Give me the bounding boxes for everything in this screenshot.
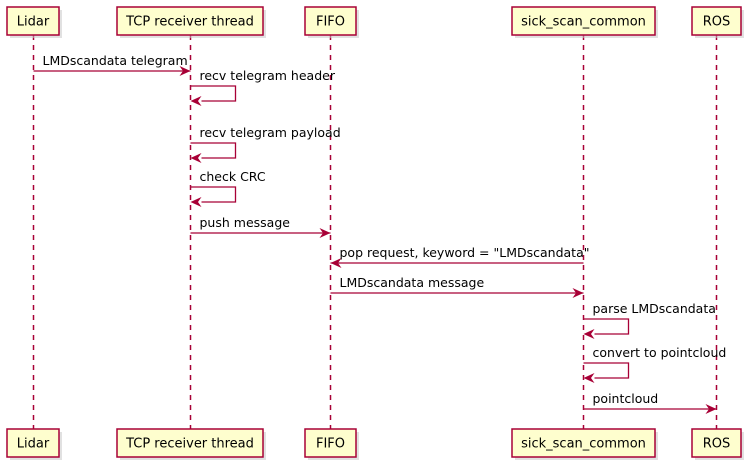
participant-box[interactable]	[511, 428, 656, 458]
participant-label: FIFO	[316, 437, 345, 452]
participant-box[interactable]	[304, 6, 357, 36]
message-label: parse LMDscandata	[593, 301, 716, 316]
arrowhead	[705, 404, 717, 414]
participant-tcp-footer[interactable]: TCP receiver thread	[116, 428, 266, 460]
message-m5[interactable]: push message	[190, 215, 331, 238]
message-label: recv telegram header	[200, 68, 336, 83]
message-m4[interactable]: check CRC	[190, 169, 266, 207]
arrowhead	[190, 153, 202, 163]
message-label: pop request, keyword = "LMDscandata"	[340, 245, 590, 260]
participant-label: ROS	[703, 15, 731, 30]
participant-box[interactable]	[6, 428, 60, 458]
message-m2[interactable]: recv telegram header	[190, 68, 336, 106]
message-line	[190, 142, 237, 159]
message-m10[interactable]: pointcloud	[583, 391, 717, 414]
participant-ros-footer[interactable]: ROS	[691, 428, 744, 460]
participant-box[interactable]	[511, 6, 656, 36]
participant-box[interactable]	[691, 6, 742, 36]
arrowhead	[319, 228, 331, 238]
participant-fifo-footer[interactable]: FIFO	[304, 428, 359, 460]
participant-label: TCP receiver thread	[125, 437, 254, 452]
participant-box[interactable]	[6, 6, 60, 36]
message-line	[190, 85, 237, 102]
arrowhead	[190, 197, 202, 207]
message-label: pointcloud	[593, 391, 659, 406]
arrowhead	[583, 329, 595, 339]
message-label: recv telegram payload	[200, 125, 341, 140]
participant-label: Lidar	[17, 15, 50, 30]
lifelines-layer	[32, 35, 718, 429]
participant-fifo-header[interactable]: FIFO	[304, 6, 359, 38]
participant-lidar-footer[interactable]: Lidar	[6, 428, 62, 460]
participant-box[interactable]	[304, 428, 357, 458]
participant-box[interactable]	[116, 6, 264, 36]
participant-ros-header[interactable]: ROS	[691, 6, 744, 38]
participant-sick-footer[interactable]: sick_scan_common	[511, 428, 658, 460]
message-m1[interactable]: LMDscandata telegram	[33, 53, 191, 76]
message-m3[interactable]: recv telegram payload	[190, 125, 341, 163]
participant-label: sick_scan_common	[521, 15, 646, 30]
arrowhead	[572, 288, 584, 298]
participant-label: Lidar	[17, 437, 50, 452]
participant-lidar-header[interactable]: Lidar	[6, 6, 62, 38]
messages-layer: LMDscandata telegram recv telegram header…	[33, 53, 727, 414]
arrowhead	[190, 96, 202, 106]
message-label: push message	[200, 215, 291, 230]
message-line	[190, 186, 237, 203]
arrowhead	[330, 258, 342, 268]
message-m6[interactable]: pop request, keyword = "LMDscandata"	[330, 245, 590, 268]
message-m9[interactable]: convert to pointcloud	[583, 345, 727, 383]
arrowhead	[583, 373, 595, 383]
message-label: LMDscandata message	[340, 275, 485, 290]
message-line	[583, 318, 630, 335]
participant-tcp-header[interactable]: TCP receiver thread	[116, 6, 266, 38]
participant-box[interactable]	[116, 428, 264, 458]
message-m8[interactable]: parse LMDscandata	[583, 301, 716, 339]
participant-label: ROS	[703, 437, 731, 452]
message-label: convert to pointcloud	[593, 345, 727, 360]
arrowhead	[179, 66, 191, 76]
participant-box[interactable]	[691, 428, 742, 458]
participant-label: sick_scan_common	[521, 437, 646, 452]
message-label: check CRC	[200, 169, 266, 184]
message-line	[583, 362, 630, 379]
participant-label: TCP receiver thread	[125, 15, 254, 30]
participant-sick-header[interactable]: sick_scan_common	[511, 6, 658, 38]
message-label: LMDscandata telegram	[43, 53, 188, 68]
participant-label: FIFO	[316, 15, 345, 30]
message-m7[interactable]: LMDscandata message	[330, 275, 584, 298]
